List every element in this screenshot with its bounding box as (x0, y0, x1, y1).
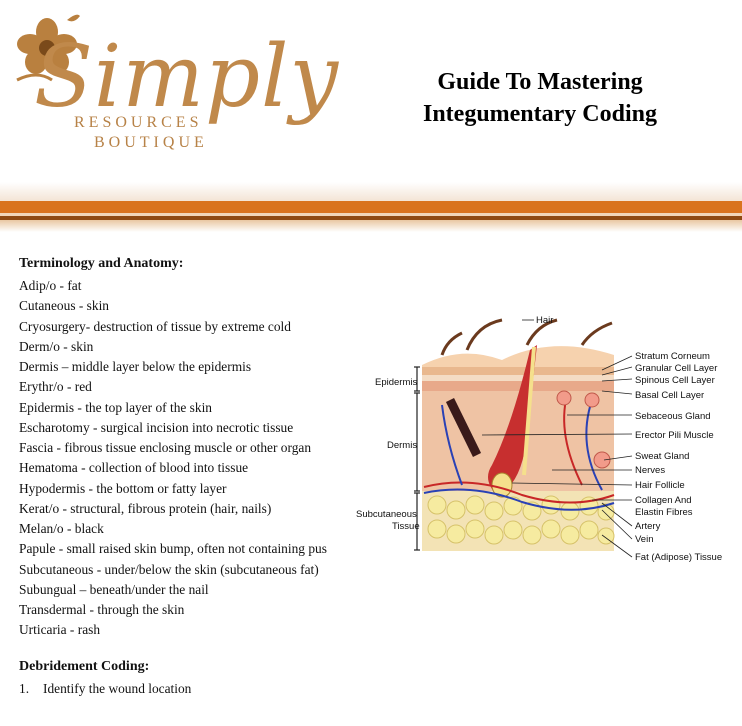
title-line-2: Integumentary Coding (422, 101, 657, 127)
list-item: Hematoma - collection of blood into tiss… (19, 460, 249, 476)
skin-anatomy-diagram: Hair Epidermis Dermis Subcutaneous Tissu… (356, 315, 722, 563)
list-item: Escharotomy - surgical incision into nec… (19, 419, 294, 435)
label-sebaceous-gland: Sebaceous Gland (635, 411, 711, 422)
label-vein: Vein (635, 534, 654, 545)
terminology-list: Adip/o - fat Cutaneous - skin Cryosurger… (19, 276, 327, 641)
label-sweat-gland: Sweat Gland (635, 451, 689, 462)
label-spinous-cell-layer: Spinous Cell Layer (635, 375, 715, 386)
label-erector-pili-muscle: Erector Pili Muscle (635, 430, 714, 441)
label-basal-cell-layer: Basal Cell Layer (635, 390, 704, 401)
label-granular-cell-layer: Granular Cell Layer (635, 363, 717, 374)
title-line-1: Guide To Mastering (437, 69, 643, 95)
list-item: Subcutaneous - under/below the skin (sub… (19, 561, 319, 577)
header-band-brown (0, 216, 742, 220)
terminology-heading: Terminology and Anatomy: (19, 256, 184, 271)
debridement-step: 1. Identify the wound location (19, 681, 191, 697)
list-item: Adip/o - fat (19, 278, 82, 293)
page-title: Guide To Mastering Integumentary Coding (390, 66, 690, 130)
list-item: Dermis – middle layer below the epidermi… (19, 359, 252, 374)
label-tissue: Tissue (392, 521, 420, 532)
label-collagen: Collagen And (635, 495, 692, 506)
list-item: Subungual – beneath/under the nail (19, 581, 209, 597)
label-stratum-corneum: Stratum Corneum (635, 351, 710, 362)
step-text: Identify the wound location (43, 681, 192, 696)
step-number: 1. (19, 681, 30, 696)
label-nerves: Nerves (635, 465, 665, 476)
brand-line-boutique: BOUTIQUE (94, 134, 208, 151)
list-item: Epidermis - the top layer of the skin (19, 399, 213, 415)
label-hair: Hair (536, 315, 553, 326)
label-elastin: Elastin Fibres (635, 507, 693, 518)
list-item: Derm/o - skin (19, 338, 94, 354)
header-band-fade (0, 182, 742, 202)
brand-logo: Simply RESOURCES BOUTIQUE (4, 4, 338, 184)
header-band-bottom-fade (0, 220, 742, 232)
label-epidermis: Epidermis (375, 377, 417, 388)
list-item: Papule - small raised skin bump, often n… (19, 541, 327, 557)
label-hair-follicle: Hair Follicle (635, 480, 685, 491)
list-item: Transdermal - through the skin (19, 602, 185, 617)
flower-icon (16, 14, 80, 82)
header-band-light (0, 213, 742, 216)
list-item: Cutaneous - skin (19, 298, 110, 314)
list-item: Urticaria - rash (19, 622, 101, 638)
list-item: Hypodermis - the bottom or fatty layer (19, 480, 227, 496)
list-item: Erythr/o - red (19, 379, 92, 395)
brand-script: Simply (34, 27, 340, 127)
label-dermis: Dermis (387, 440, 417, 451)
header-band-orange (0, 201, 742, 213)
list-item: Kerat/o - structural, fibrous protein (h… (19, 500, 272, 516)
list-item: Melan/o - black (19, 521, 104, 536)
label-fat-tissue: Fat (Adipose) Tissue (635, 552, 722, 563)
list-item: Fascia - fibrous tissue enclosing muscle… (19, 440, 312, 455)
label-artery: Artery (635, 521, 661, 532)
list-item: Cryosurgery- destruction of tissue by ex… (19, 318, 291, 334)
label-subcutaneous: Subcutaneous (356, 509, 417, 520)
brand-line-resources: RESOURCES (74, 114, 203, 131)
debridement-heading: Debridement Coding: (19, 659, 150, 674)
